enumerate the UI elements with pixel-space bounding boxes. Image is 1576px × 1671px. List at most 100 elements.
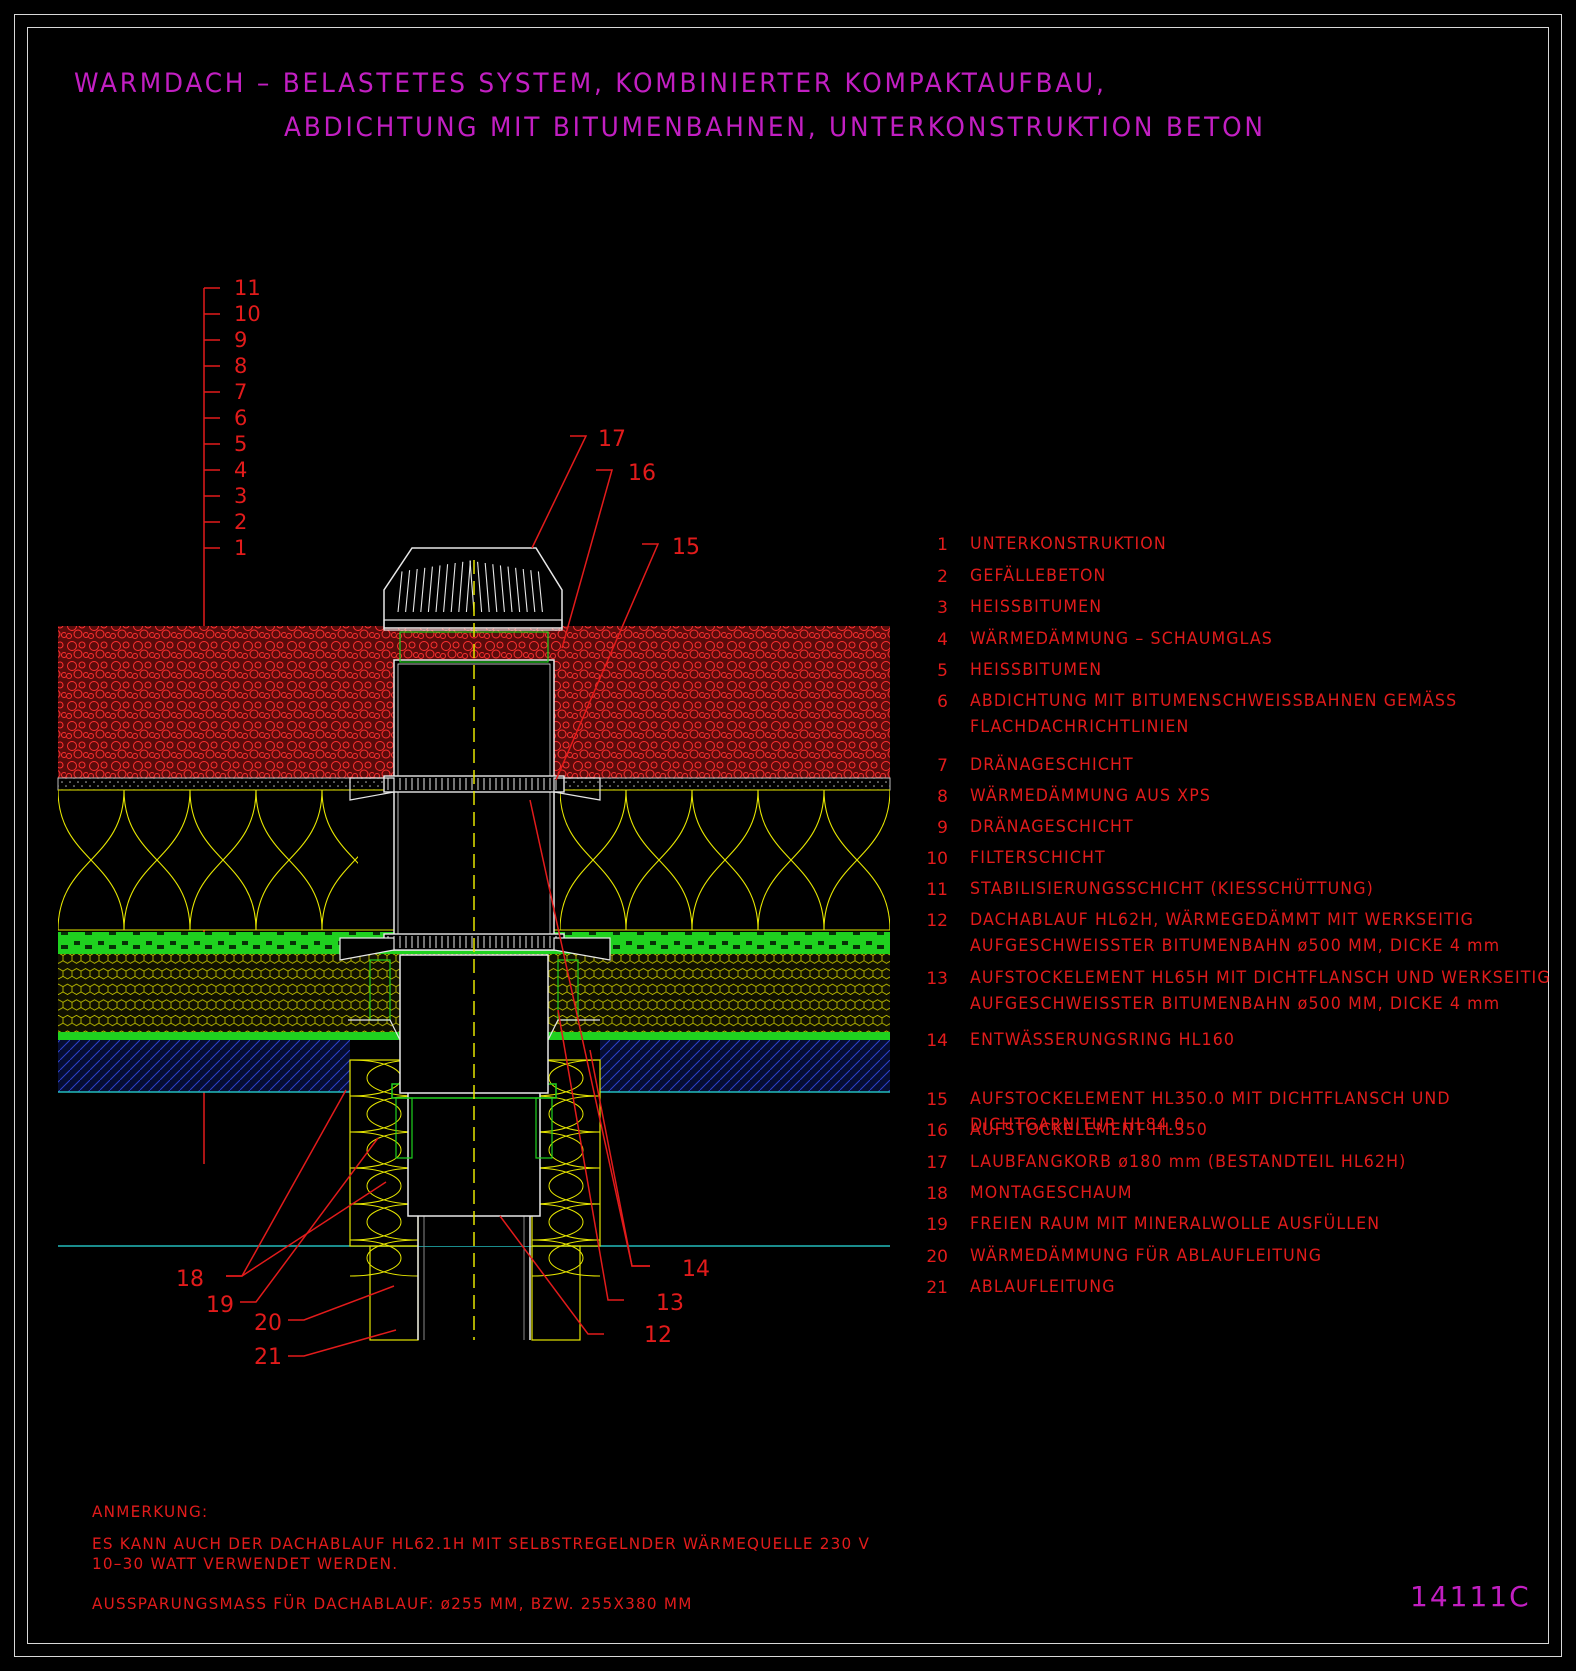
mineral-wool-symbol: [531, 1167, 601, 1205]
callout-14: 14: [682, 1257, 710, 1282]
legend-text-14: ENTWÄSSERUNGSRING HL160: [970, 1030, 1236, 1050]
callout-16: 16: [628, 461, 656, 486]
basket-slot: [450, 562, 456, 613]
legend-text-1: UNTERKONSTRUKTION: [970, 534, 1167, 554]
xps-batt-symbol: [691, 790, 759, 930]
basket-slot: [515, 567, 521, 613]
drawing-code: 14111C: [1410, 1580, 1531, 1613]
legend-text-4: WÄRMEDÄMMUNG – SCHAUMGLAS: [970, 629, 1273, 649]
legend-number-19: 19: [926, 1215, 948, 1235]
callout-labels: 17 16 15 14 13 12 18 19 20 21: [176, 427, 710, 1370]
basket-slot: [420, 567, 426, 613]
mineral-wool-symbol: [349, 1131, 419, 1169]
legend-text-15: AUFSTOCKELEMENT HL350.0 MIT DICHTFLANSCH…: [970, 1089, 1451, 1135]
legend-text-3: HEISSBITUMEN: [970, 597, 1103, 617]
xps-batt-symbol: [625, 790, 693, 930]
legend-number-10: 10: [926, 849, 948, 869]
legend-text-16: AUFSTOCKELEMENT HL350: [970, 1120, 1208, 1140]
scale-label-8: 8: [234, 354, 247, 378]
callout-21: 21: [254, 1345, 282, 1370]
legend-number-9: 9: [937, 818, 948, 838]
xps-batt-symbol: [321, 790, 358, 930]
legend-number-5: 5: [937, 661, 948, 681]
basket-slot: [465, 560, 471, 613]
basket-slot: [435, 565, 441, 613]
mineral-wool-symbol: [531, 1203, 601, 1241]
legend-number-16: 16: [926, 1121, 948, 1141]
mineral-wool-symbol: [531, 1239, 601, 1277]
scale-label-9: 9: [234, 328, 247, 352]
legend-text-6: ABDICHTUNG MIT BITUMENSCHWEISSBAHNEN GEM…: [970, 691, 1458, 737]
drawing-frame-outer: [14, 14, 1562, 1657]
basket-slot: [427, 566, 433, 613]
callout-17: 17: [598, 427, 626, 452]
legend-number-4: 4: [937, 630, 948, 650]
legend-number-8: 8: [937, 787, 948, 807]
callout-19: 19: [206, 1293, 234, 1318]
legend-number-20: 20: [926, 1247, 948, 1267]
basket-slot: [484, 562, 490, 613]
legend-text-17: LAUBFANGKORB ø180 mm (BESTANDTEIL HL62H): [970, 1152, 1407, 1172]
scale-label-1: 1: [234, 536, 247, 560]
title-line-1: WARMDACH – BELASTETES SYSTEM, KOMBINIERT…: [74, 68, 1107, 99]
basket-slot: [412, 568, 418, 613]
roof-drain-assembly: [339, 547, 611, 1341]
legend-text-7: DRÄNAGESCHICHT: [970, 755, 1134, 775]
legend-text-2: GEFÄLLEBETON: [970, 566, 1107, 586]
mineral-wool-symbol: [349, 1203, 419, 1241]
callout-13: 13: [656, 1291, 684, 1316]
basket-slot: [492, 564, 498, 613]
leader-lines: [226, 435, 660, 1357]
legend-number-17: 17: [926, 1153, 948, 1173]
xps-batt-symbol: [189, 790, 257, 930]
basket-slot: [405, 570, 411, 613]
basket-slot: [443, 564, 449, 613]
scale-label-3: 3: [234, 484, 247, 508]
xps-batt-symbol: [560, 790, 627, 930]
legend-number-14: 14: [926, 1031, 948, 1051]
scale-label-4: 4: [234, 458, 247, 482]
legend-text-20: WÄRMEDÄMMUNG FÜR ABLAUFLEITUNG: [970, 1246, 1323, 1266]
mineral-wool-symbol: [349, 1167, 419, 1205]
legend-text-9: DRÄNAGESCHICHT: [970, 817, 1134, 837]
legend-number-13: 13: [926, 969, 948, 989]
notes-line-3: AUSSPARUNGSMASS FÜR DACHABLAUF: ø255 MM,…: [92, 1594, 693, 1613]
basket-slot: [507, 566, 513, 613]
scale-label-2: 2: [234, 510, 247, 534]
legend-number-3: 3: [937, 598, 948, 618]
legend-text-8: WÄRMEDÄMMUNG AUS XPS: [970, 786, 1212, 806]
basket-slot: [499, 565, 505, 613]
scale-label-11: 11: [234, 276, 261, 300]
title-line-2: ABDICHTUNG MIT BITUMENBAHNEN, UNTERKONST…: [284, 112, 1266, 143]
legend-number-6: 6: [937, 692, 948, 712]
notes-line-2: 10–30 WATT VERWENDET WERDEN.: [92, 1554, 399, 1573]
basket-slot: [530, 570, 536, 613]
legend-text-11: STABILISIERUNGSSCHICHT (KIESSCHÜTTUNG): [970, 879, 1374, 899]
xps-batt-symbol: [757, 790, 825, 930]
scale-label-7: 7: [234, 380, 247, 404]
legend-text-19: FREIEN RAUM MIT MINERALWOLLE AUSFÜLLEN: [970, 1214, 1381, 1234]
basket-slot: [522, 568, 528, 613]
xps-batt-symbol: [123, 790, 191, 930]
callout-20: 20: [254, 1311, 282, 1336]
xps-batt-symbol: [823, 790, 890, 930]
legend-text-18: MONTAGESCHAUM: [970, 1183, 1133, 1203]
legend-text-5: HEISSBITUMEN: [970, 660, 1103, 680]
legend-text-21: ABLAUFLEITUNG: [970, 1277, 1116, 1297]
callout-15: 15: [672, 535, 700, 560]
callout-12: 12: [644, 1323, 672, 1348]
legend-number-12: 12: [926, 911, 948, 931]
mineral-wool-symbol: [349, 1239, 419, 1277]
scale-label-6: 6: [234, 406, 247, 430]
legend-text-13: AUFSTOCKELEMENT HL65H MIT DICHTFLANSCH U…: [970, 968, 1551, 1014]
mineral-wool-symbol: [531, 1059, 601, 1097]
basket-slot: [458, 561, 464, 613]
legend-number-18: 18: [926, 1184, 948, 1204]
legend-number-15: 15: [926, 1090, 948, 1110]
legend-text-12: DACHABLAUF HL62H, WÄRMEGEDÄMMT MIT WERKS…: [970, 910, 1501, 956]
legend-number-1: 1: [937, 535, 948, 555]
basket-slot: [477, 561, 483, 613]
scale-label-5: 5: [234, 432, 247, 456]
xps-batt-symbol: [58, 790, 125, 930]
